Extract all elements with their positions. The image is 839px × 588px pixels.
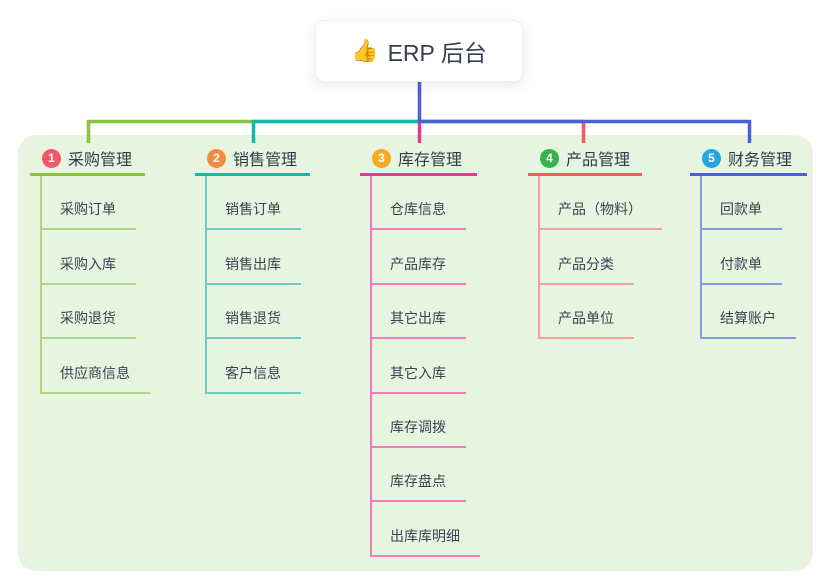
node-item[interactable]: 其它入库 (372, 339, 477, 394)
node-item[interactable]: 付款单 (702, 230, 807, 285)
branch-label: 财务管理 (728, 152, 793, 169)
node-item[interactable]: 采购订单 (42, 176, 145, 231)
node-item[interactable]: 采购退货 (42, 285, 145, 340)
node-label: 其它入库 (372, 363, 466, 394)
branch-label: 采购管理 (68, 152, 133, 169)
node-item[interactable]: 库存调拨 (372, 394, 477, 448)
node-item[interactable]: 产品单位 (540, 285, 642, 340)
branch-finance-title[interactable]: 5 财务管理 (690, 143, 807, 176)
node-label: 结算账户 (702, 308, 796, 340)
branch-purchase-title[interactable]: 1 采购管理 (30, 143, 145, 176)
node-item[interactable]: 回款单 (702, 176, 807, 231)
node-label: 销售订单 (207, 199, 301, 231)
branch-sales: 2 销售管理 销售订单 销售出库 销售退货 客户信息 (195, 143, 310, 394)
node-label: 付款单 (702, 254, 782, 285)
node-item[interactable]: 产品分类 (540, 230, 642, 285)
branch-finance-children: 回款单 付款单 结算账户 (700, 176, 807, 340)
node-item[interactable]: 出库库明细 (372, 502, 480, 557)
thumbs-up-icon: 👍 (351, 38, 379, 63)
branch-inventory-children: 仓库信息 产品库存 其它出库 其它入库 库存调拨 库存盘点 出库库明细 (370, 176, 480, 557)
branch-inventory: 3 库存管理 仓库信息 产品库存 其它出库 其它入库 库存调拨 库存盘点 出库库… (360, 143, 480, 557)
node-item[interactable]: 仓库信息 (372, 176, 477, 231)
connector-branch-product (419, 119, 586, 143)
node-item[interactable]: 销售退货 (207, 285, 310, 340)
node-label: 采购退货 (42, 308, 136, 340)
node-item[interactable]: 采购入库 (42, 230, 145, 285)
branch-number-badge: 4 (540, 148, 559, 168)
branch-product: 4 产品管理 产品（物料） 产品分类 产品单位 (528, 143, 662, 340)
node-item[interactable]: 库存盘点 (372, 448, 477, 503)
node-label: 销售退货 (207, 308, 301, 340)
node-label: 仓库信息 (372, 199, 466, 231)
node-item[interactable]: 销售出库 (207, 230, 310, 285)
node-label: 采购入库 (42, 254, 136, 285)
branch-number-badge: 3 (372, 148, 391, 168)
branch-number-badge: 5 (702, 148, 721, 168)
branch-finance: 5 财务管理 回款单 付款单 结算账户 (690, 143, 807, 340)
branch-label: 库存管理 (398, 152, 463, 169)
node-label: 出库库明细 (372, 526, 480, 557)
branch-sales-title[interactable]: 2 销售管理 (195, 143, 310, 176)
root-node[interactable]: 👍 ERP 后台 (315, 20, 523, 82)
connector-branch-sales (251, 119, 420, 143)
node-label: 产品（物料） (540, 199, 662, 231)
branch-product-children: 产品（物料） 产品分类 产品单位 (538, 176, 662, 340)
node-label: 销售出库 (207, 254, 301, 285)
mindmap-panel (18, 135, 813, 571)
branch-number-badge: 1 (42, 148, 61, 168)
branch-inventory-title[interactable]: 3 库存管理 (360, 143, 477, 176)
branch-product-title[interactable]: 4 产品管理 (528, 143, 642, 176)
node-item[interactable]: 供应商信息 (42, 339, 150, 394)
node-item[interactable]: 产品库存 (372, 230, 477, 285)
root-title: ERP 后台 (387, 40, 487, 66)
branch-purchase-children: 采购订单 采购入库 采购退货 供应商信息 (40, 176, 150, 394)
node-label: 采购订单 (42, 199, 136, 231)
branch-sales-children: 销售订单 销售出库 销售退货 客户信息 (205, 176, 310, 394)
node-label: 产品库存 (372, 254, 466, 285)
node-label: 库存调拨 (372, 417, 466, 448)
branch-purchase: 1 采购管理 采购订单 采购入库 采购退货 供应商信息 (30, 143, 150, 394)
node-label: 客户信息 (207, 363, 301, 394)
node-label: 供应商信息 (42, 363, 150, 394)
node-item[interactable]: 销售订单 (207, 176, 310, 231)
node-label: 回款单 (702, 199, 782, 231)
node-label: 库存盘点 (372, 471, 466, 503)
node-item[interactable]: 结算账户 (702, 285, 807, 340)
branch-label: 销售管理 (233, 152, 298, 169)
node-item[interactable]: 产品（物料） (540, 176, 662, 231)
node-item[interactable]: 客户信息 (207, 339, 310, 394)
connector-branch-finance (417, 80, 752, 143)
branch-number-badge: 2 (207, 148, 226, 168)
node-label: 其它出库 (372, 308, 466, 340)
node-label: 产品单位 (540, 308, 634, 340)
branch-label: 产品管理 (566, 152, 631, 169)
node-item[interactable]: 其它出库 (372, 285, 477, 340)
node-label: 产品分类 (540, 254, 634, 285)
